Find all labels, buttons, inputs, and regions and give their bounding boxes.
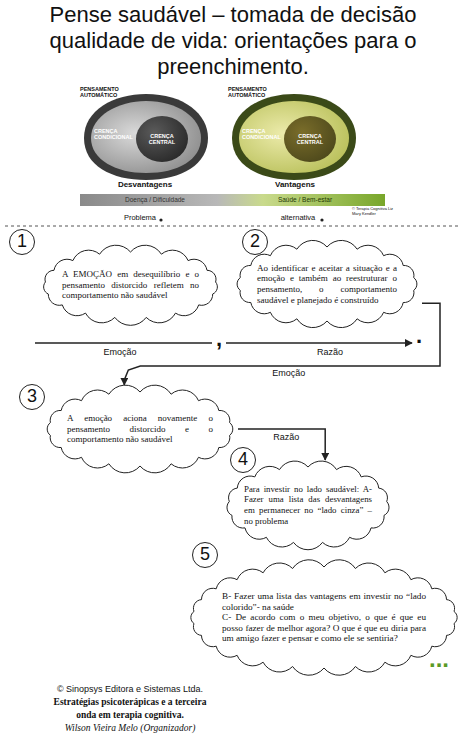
thought-cloud: A emoção aciona novamente o pensamento d… — [42, 385, 238, 473]
band-label: Doença / Dificuldade — [90, 196, 220, 204]
free-label: Vantagens — [245, 180, 345, 190]
free-label: Problema — [110, 213, 170, 222]
avocado-illustration: PENSAMENTO AUTOMÁTICO CRENÇA CONDICIONAL C… — [80, 88, 212, 184]
thought-cloud: B- Fazer uma lista das vantagens em inve… — [186, 560, 462, 675]
dashed-divider — [5, 226, 460, 227]
step-number: 5 — [192, 542, 218, 568]
cloud-text: A emoção aciona novamente o pensamento d… — [67, 413, 213, 445]
step-number: 1 — [9, 229, 35, 255]
avocado-flesh — [91, 101, 201, 173]
free-label: ... — [415, 645, 463, 674]
emotion-line — [35, 342, 212, 344]
avocado-flesh — [239, 101, 349, 173]
dot-mark — [159, 218, 162, 221]
reason-arrow — [226, 342, 412, 344]
layer-label: CRENÇA CONDICIONAL — [242, 128, 282, 140]
layer-label: CRENÇA CENTRAL — [144, 133, 180, 145]
layer-label: CRENÇA CENTRAL — [292, 133, 328, 145]
cloud-text: Ao identificar e aceitar a situação e a … — [257, 263, 397, 305]
avocado-skin — [232, 94, 356, 180]
free-label: Estratégias psicoterápicas e a terceira — [0, 697, 260, 708]
cloud-body: Para investir no lado saudável: A- Fazer… — [244, 470, 372, 540]
avocado-illustration: PENSAMENTO AUTOMÁTICO CRENÇA CONDICIONAL C… — [228, 88, 360, 184]
free-label: onda em terapia cognitiva. — [0, 710, 260, 721]
layer-label: PENSAMENTO AUTOMÁTICO — [228, 86, 274, 98]
page-title: Pense saudável – tomada de decisão quali… — [46, 2, 420, 80]
edge-label: Razão — [273, 432, 299, 443]
cloud-text: C- De acordo com o meu objetivo, o que é… — [222, 612, 426, 644]
free-label: Razão — [300, 347, 360, 358]
cloud-text: B- Fazer uma lista das vantagens em inve… — [222, 591, 426, 612]
free-label: alternativa — [268, 213, 328, 222]
cloud-text: Para investir no lado saudável: A- Fazer… — [244, 484, 372, 526]
thought-cloud: Para investir no lado saudável: A- Fazer… — [222, 460, 394, 550]
step-number: 4 — [230, 447, 256, 473]
cloud-body: A EMOÇÃO em desequilíbrio e o pensamento… — [62, 255, 199, 315]
cloud-body: Ao identificar e aceitar a situação e a … — [257, 250, 397, 318]
cloud-path — [227, 461, 389, 550]
layer-label: PENSAMENTO AUTOMÁTICO — [80, 86, 126, 98]
cloud-body: B- Fazer uma lista das vantagens em inve… — [222, 570, 426, 665]
thought-cloud: Ao identificar e aceitar a situação e a … — [232, 240, 422, 328]
thought-cloud: A EMOÇÃO em desequilíbrio e o pensamento… — [38, 245, 223, 325]
layer-label: CRENÇA CONDICIONAL — [94, 128, 134, 140]
free-label: Emoção — [90, 347, 150, 358]
cloud-path — [47, 385, 233, 473]
free-label: , — [213, 326, 225, 352]
free-label: Desvantagens — [95, 180, 195, 190]
gradient-band: Doença / Dificuldade Saúde / Bem-estar — [80, 194, 385, 206]
cloud-text: A EMOÇÃO em desequilíbrio e o pensamento… — [62, 269, 199, 301]
callout-number: 3 — [27, 386, 37, 406]
free-label: . — [413, 323, 425, 349]
cloud-path — [44, 245, 218, 325]
callout-number: 5 — [200, 544, 210, 564]
callout-number: 1 — [17, 231, 27, 251]
cloud-body: A emoção aciona novamente o pensamento d… — [67, 395, 213, 463]
free-label: © Sinopsys Editora e Sistemas Ltda. — [0, 684, 260, 695]
step-number: 2 — [242, 229, 268, 255]
cloud-path — [191, 560, 457, 675]
free-label: © Terapia Cognitiva Liz Mary Kendler — [352, 207, 402, 216]
avocado-skin — [84, 94, 208, 180]
free-label: Wilson Vieira Melo (Organizador) — [0, 723, 260, 734]
band-label: Saúde / Bem-estar — [240, 196, 370, 204]
step-number: 3 — [19, 384, 45, 410]
callout-number: 2 — [250, 231, 260, 251]
cloud-path — [237, 240, 417, 327]
avocado-pit — [284, 116, 336, 162]
dot-mark — [320, 218, 323, 221]
callout-number: 4 — [238, 449, 248, 469]
avocado-pit — [136, 116, 188, 162]
edge-label: Emoção — [272, 368, 305, 379]
